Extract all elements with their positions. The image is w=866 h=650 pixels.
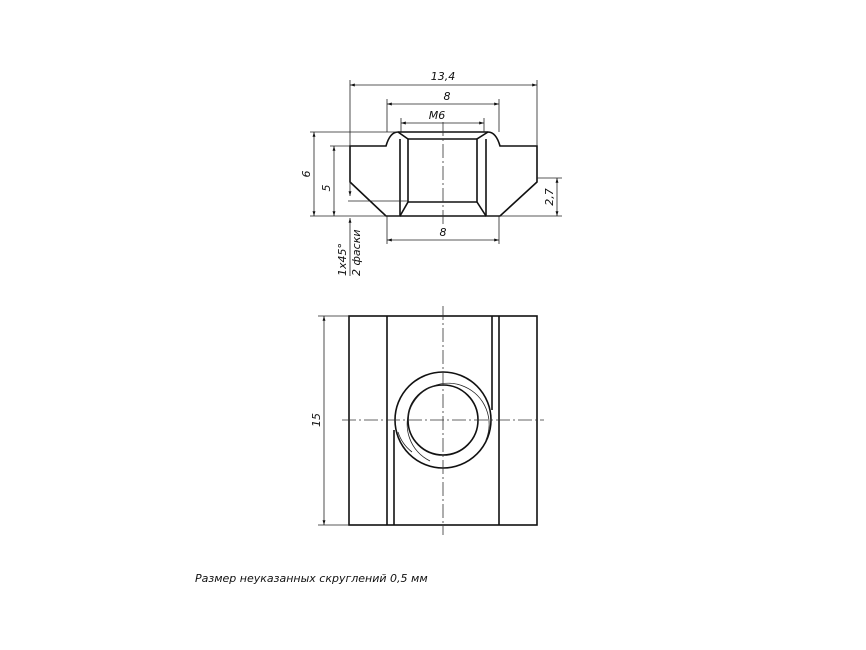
dim-length: 15	[310, 413, 323, 427]
dim-overall-width: 13,4	[431, 70, 456, 83]
dim-top-width: 8	[444, 90, 451, 103]
section-view: 13,4 8 M6 8 6 5 2,7 1x45° 2 фаски	[300, 70, 562, 276]
dim-body-height: 5	[320, 185, 333, 192]
dim-bottom-width: 8	[440, 226, 447, 239]
dim-total-height: 6	[300, 171, 313, 178]
thread-arc	[406, 382, 490, 462]
dim-thread: M6	[429, 109, 446, 122]
drawing-note: Размер неуказанных скруглений 0,5 мм	[195, 572, 428, 585]
chamfer-count: 2 фаски	[350, 230, 363, 276]
chamfer-size: 1x45°	[336, 243, 349, 276]
plan-view: 15	[310, 306, 544, 535]
dim-bevel-height: 2,7	[543, 188, 556, 206]
